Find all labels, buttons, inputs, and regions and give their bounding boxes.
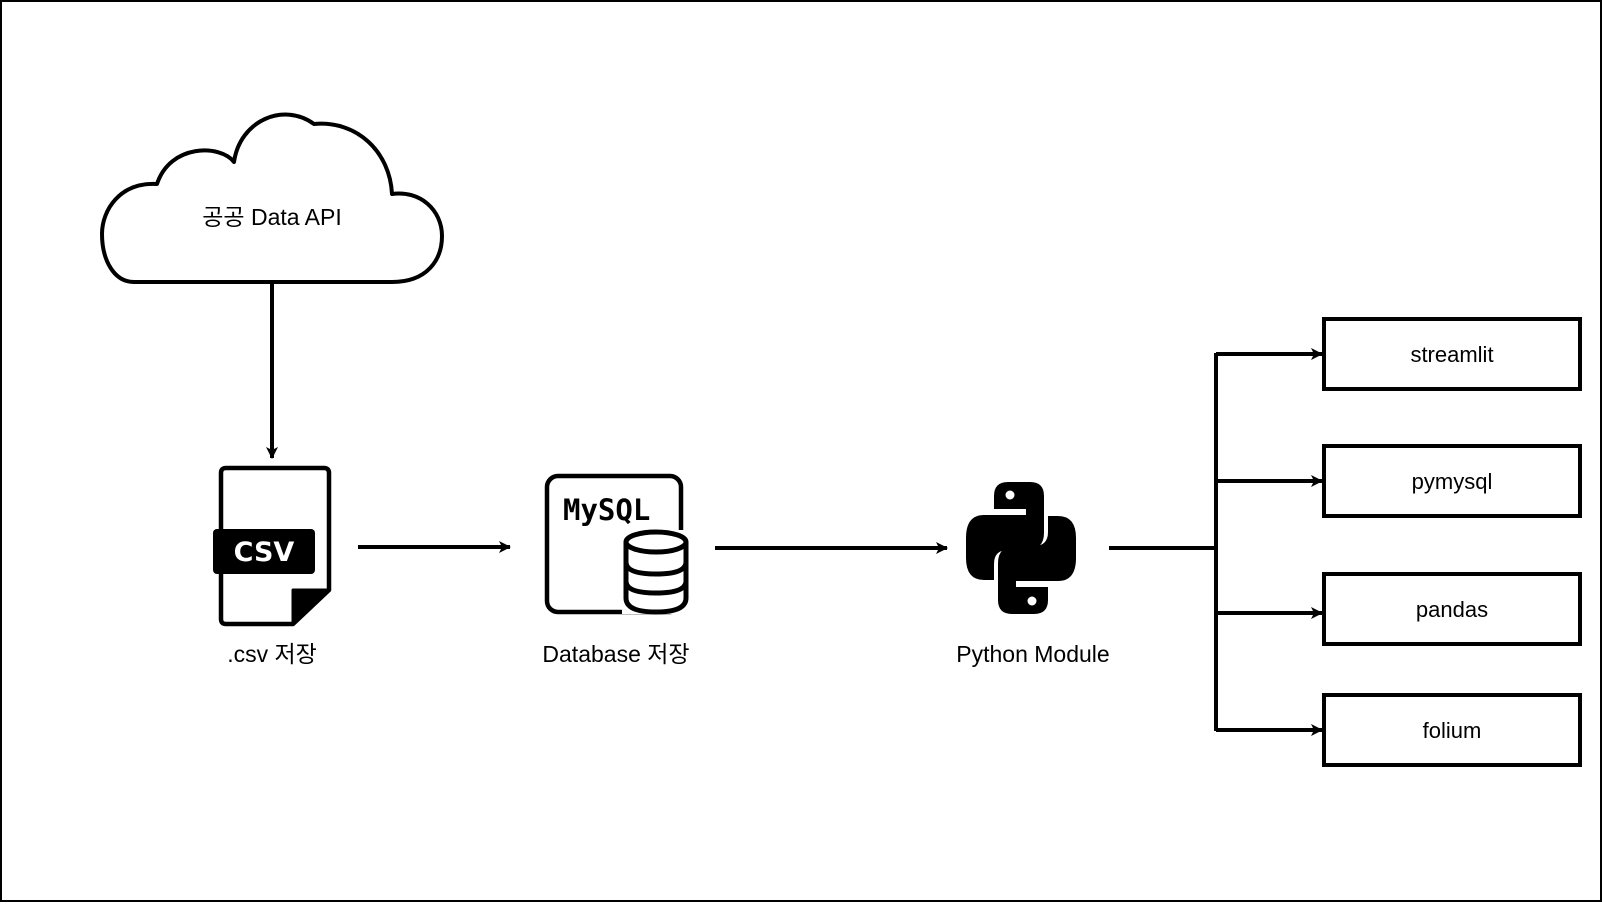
module-box-pandas: pandas	[1322, 572, 1582, 646]
module-box-streamlit: streamlit	[1322, 317, 1582, 391]
csv-node: CSV .csv 저장	[213, 465, 332, 667]
module-connectors	[1109, 348, 1323, 736]
csv-badge: CSV	[234, 537, 295, 568]
module-box-folium: folium	[1322, 693, 1582, 767]
mysql-brand: MySQL	[563, 493, 650, 527]
database-label: Database 저장	[542, 641, 689, 667]
python-logo-icon	[966, 482, 1076, 614]
database-node: MySQL Database 저장	[542, 473, 690, 667]
python-node: Python Module	[956, 482, 1110, 667]
module-label: pymysql	[1412, 469, 1493, 494]
cloud-icon	[100, 112, 444, 284]
module-label: streamlit	[1410, 342, 1493, 367]
csv-label: .csv 저장	[227, 641, 317, 667]
module-box-pymysql: pymysql	[1322, 444, 1582, 518]
cloud-label: 공공 Data API	[202, 204, 342, 230]
mysql-database-icon: MySQL	[544, 473, 689, 615]
csv-file-icon: CSV	[213, 465, 332, 627]
python-label: Python Module	[956, 641, 1109, 667]
cloud-node: 공공 Data API	[100, 112, 444, 284]
module-label: folium	[1423, 718, 1482, 743]
module-label: pandas	[1416, 597, 1488, 622]
